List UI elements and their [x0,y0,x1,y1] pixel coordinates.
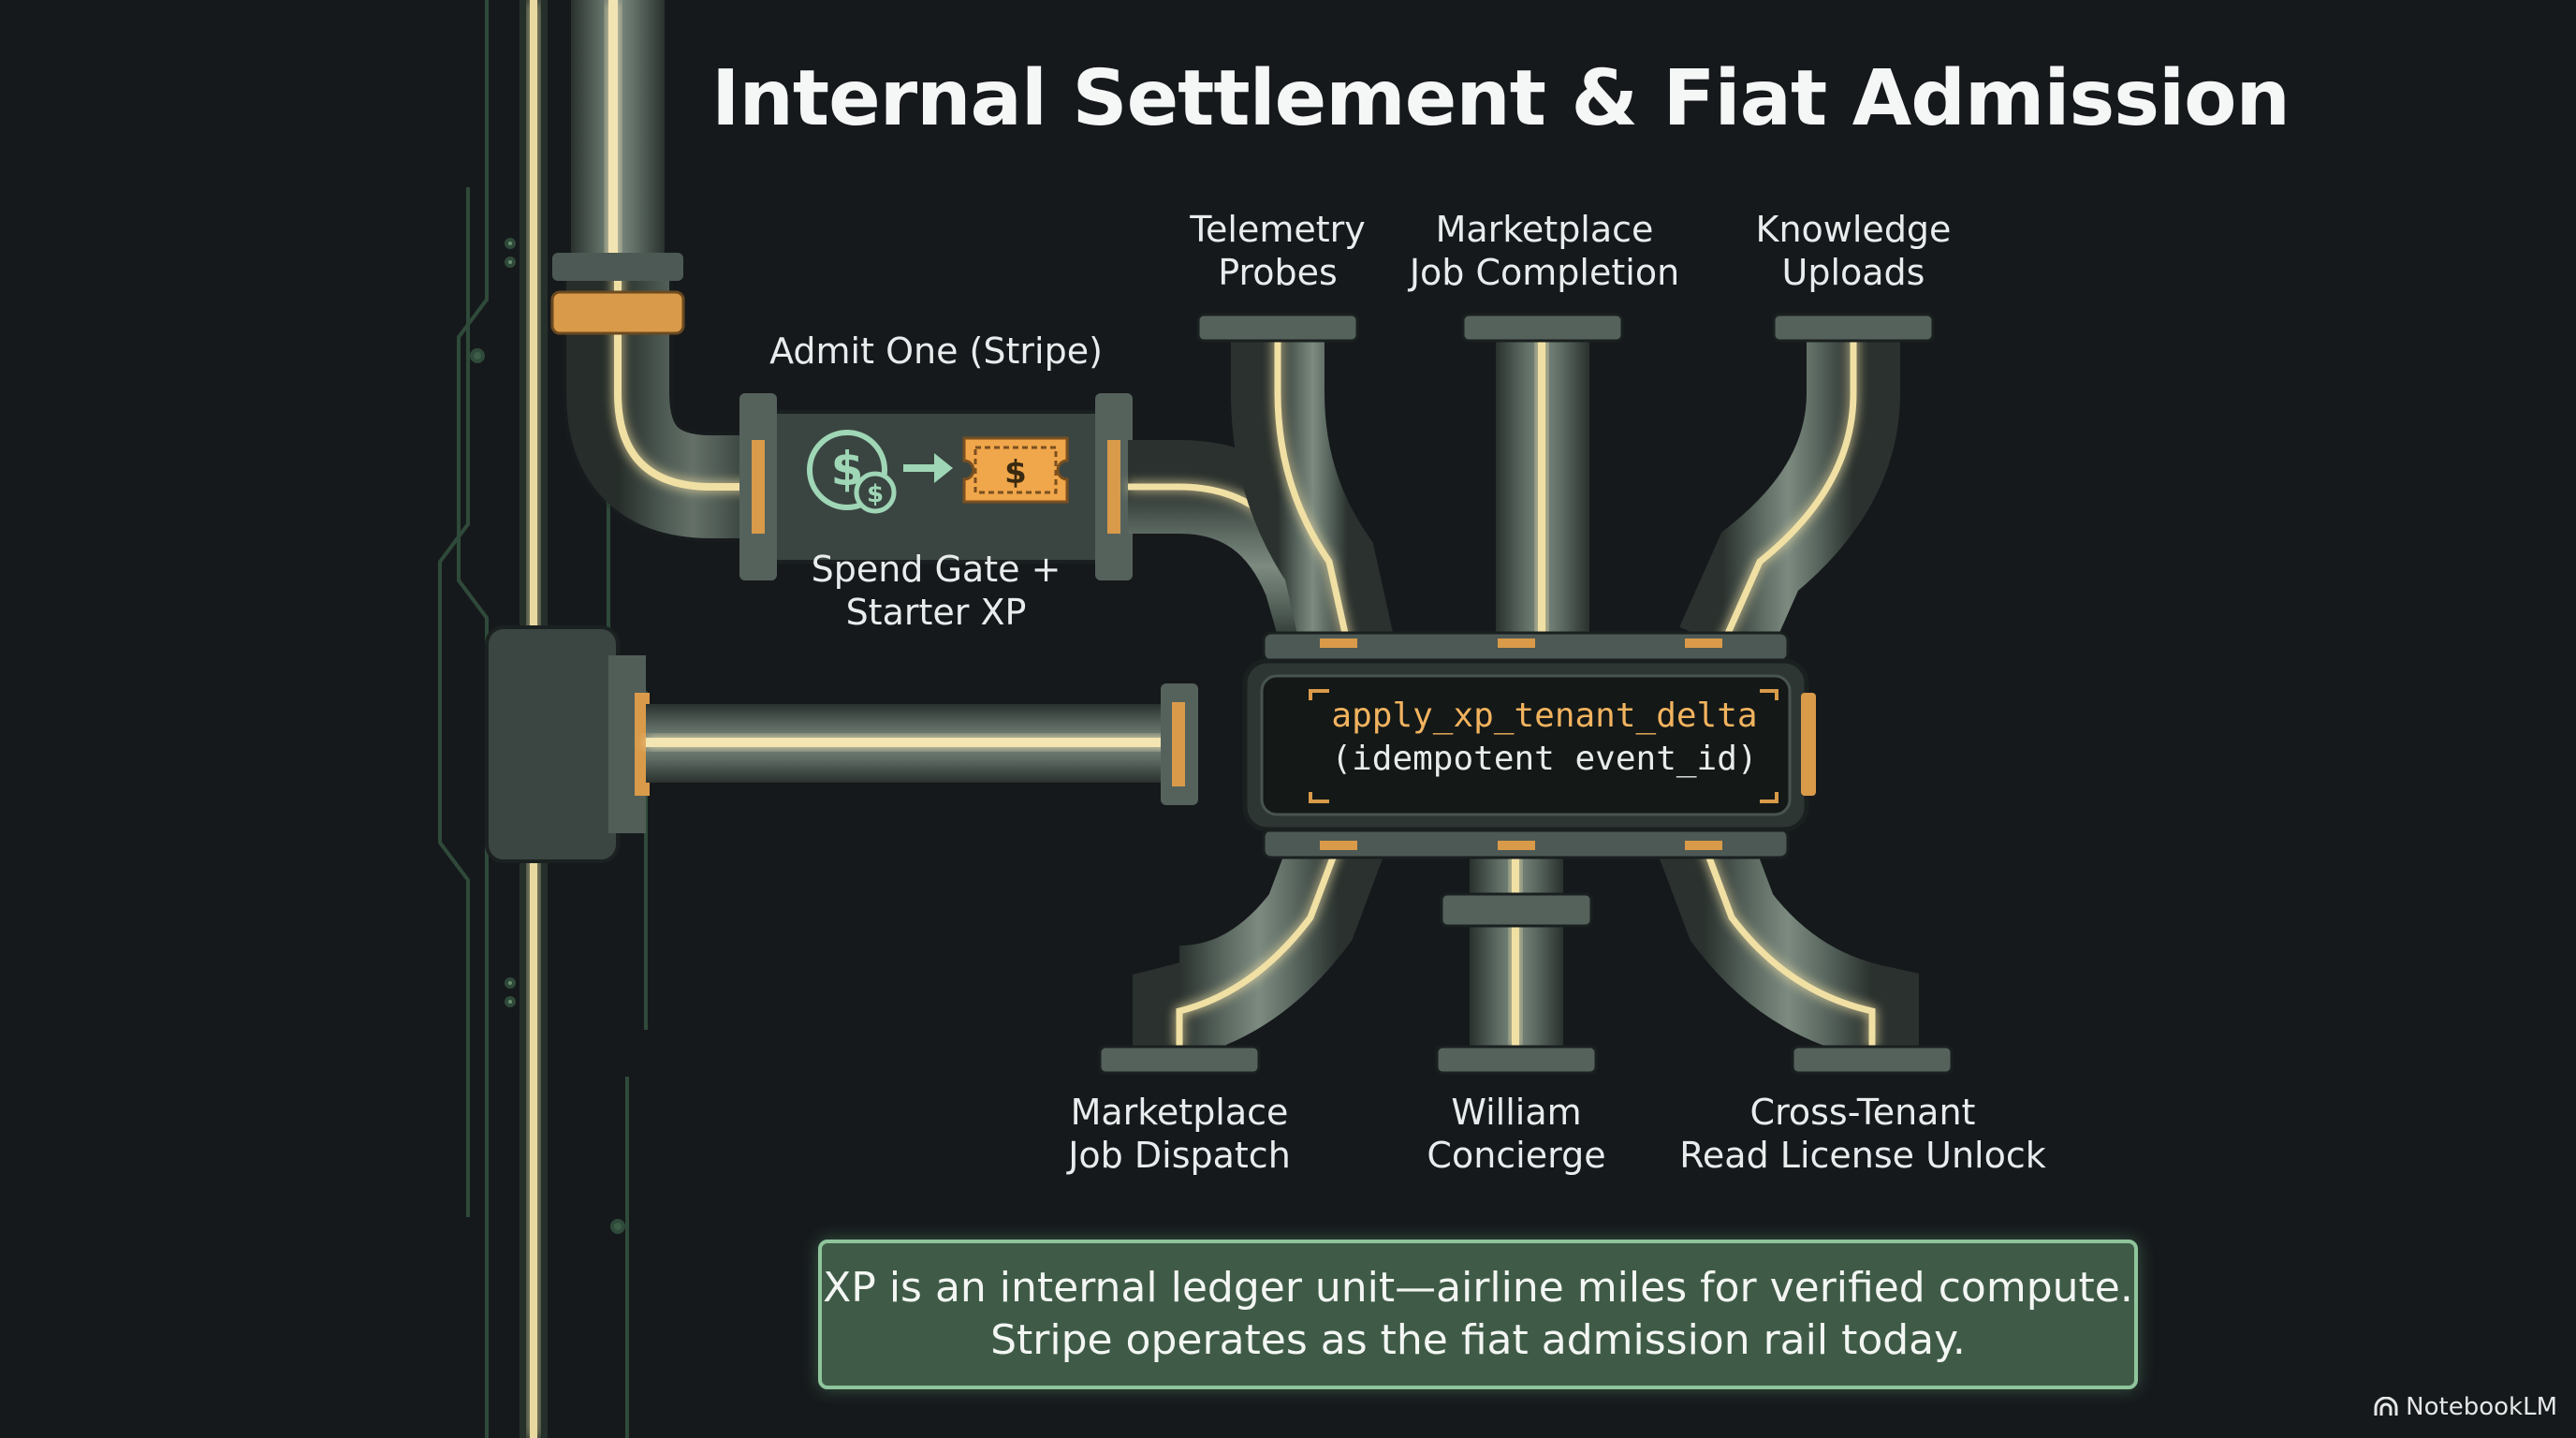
input-pipe-knowledge [1679,313,1935,666]
output-pipe-dispatch [1098,826,1383,1075]
output-label-line-2: Job Dispatch [1068,1135,1291,1176]
input-label-line-1: Telemetry [1190,209,1366,250]
trunk-to-hub-pipe [646,683,1198,805]
output-pipe-concierge [1435,843,1598,1075]
brand-name: NotebookLM [2406,1393,2557,1421]
ledger-function-label: apply_xp_tenant_delta (idempotent event_… [1282,695,1807,781]
input-pipe-telemetry [1196,313,1394,656]
input-label-telemetry: Telemetry Probes [1137,208,1418,294]
output-pipe-read-license [1660,826,1954,1075]
output-label-line-2: Concierge [1427,1135,1606,1176]
arrow-right-icon [903,453,953,483]
trunk-junction [485,625,650,863]
spend-gate-line-2: Starter XP [845,592,1027,633]
input-label-line-1: Marketplace [1435,209,1654,250]
xp-explanation-note: XP is an internal ledger unit—airline mi… [818,1240,2138,1389]
input-label-line-2: Probes [1218,252,1338,293]
output-label-line-1: Marketplace [1070,1092,1289,1133]
ledger-function-argument: (idempotent event_id) [1331,740,1758,778]
dollar-coin-icon: $ $ [807,430,897,514]
spend-gate-line-1: Spend Gate + [811,549,1061,590]
output-label-dispatch: Marketplace Job Dispatch [1039,1091,1320,1177]
svg-text:$: $ [867,480,884,508]
spend-gate-label: Spend Gate + Starter XP [749,548,1123,634]
output-label-line-1: William [1451,1092,1582,1133]
input-label-line-2: Job Completion [1409,252,1680,293]
input-label-line-2: Uploads [1781,252,1925,293]
output-label-concierge: William Concierge [1385,1091,1647,1177]
admit-one-label: Admit One (Stripe) [769,330,1103,372]
ledger-function-name: apply_xp_tenant_delta [1331,697,1758,735]
input-label-line-1: Knowledge [1755,209,1952,250]
output-label-line-1: Cross-Tenant [1749,1092,1976,1133]
svg-text:$: $ [1004,454,1027,492]
output-label-line-2: Read License Unlock [1679,1135,2046,1176]
notebooklm-logo-icon [2374,1397,2398,1416]
page-title: Internal Settlement & Fiat Admission [711,54,2291,143]
dollar-ticket-icon: $ [962,436,1069,504]
input-pipe-marketplace-completion [1461,313,1624,646]
brand-watermark: NotebookLM [2374,1393,2557,1421]
input-label-marketplace-completion: Marketplace Job Completion [1385,208,1704,294]
input-label-knowledge: Knowledge Uploads [1713,208,1994,294]
admit-one-gate: $ $ $ [739,393,1133,580]
note-line-2: Stripe operates as the fiat admission ra… [990,1316,1966,1364]
note-line-1: XP is an internal ledger unit—airline mi… [823,1264,2133,1312]
output-label-read-license: Cross-Tenant Read License Unlock [1666,1091,2059,1177]
admission-elbow-pipe [550,253,768,542]
ledger-hub [1242,631,1816,859]
